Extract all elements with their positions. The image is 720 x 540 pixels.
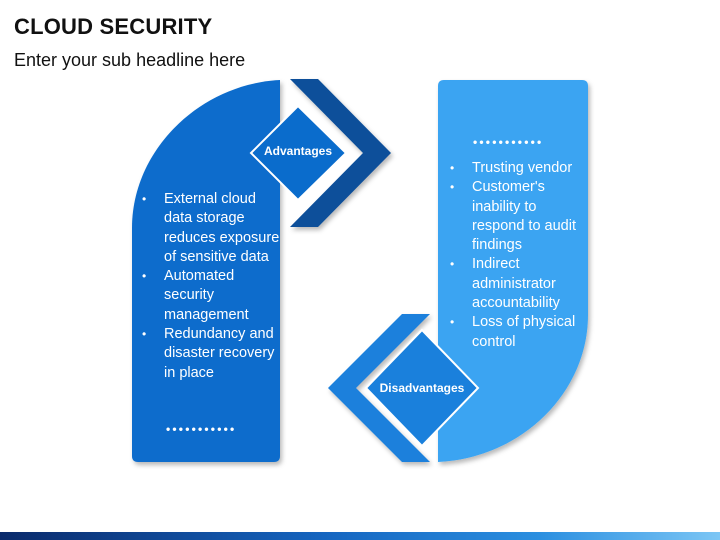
page-subtitle: Enter your sub headline here [14, 50, 246, 70]
list-item: External cloud data storage reduces expo… [134, 190, 282, 267]
list-item: Redundancy and disaster recovery in plac… [134, 325, 282, 383]
disadvantages-label: Disadvantages [379, 381, 465, 395]
disadvantages-chevron [328, 314, 430, 462]
advantages-chevron [290, 79, 391, 227]
disadvantages-dots: ••••••••••• [473, 135, 544, 149]
page-title: CLOUD SECURITY [14, 14, 213, 39]
advantages-label: Advantages [263, 144, 333, 158]
disadvantages-list: Trusting vendor Customer's inability to … [442, 159, 582, 352]
footer-bar [0, 532, 720, 540]
advantages-list: External cloud data storage reduces expo… [134, 190, 282, 383]
list-item: Trusting vendor [442, 159, 582, 179]
advantages-dots: ••••••••••• [166, 422, 237, 436]
list-item: Customer's inability to respond to audit… [442, 178, 582, 255]
list-item: Automated security management [134, 267, 282, 325]
list-item: Loss of physical control [442, 313, 582, 352]
advantages-diamond [249, 104, 348, 202]
list-item: Indirect administrator accountability [442, 255, 582, 313]
disadvantages-diamond [364, 328, 480, 448]
